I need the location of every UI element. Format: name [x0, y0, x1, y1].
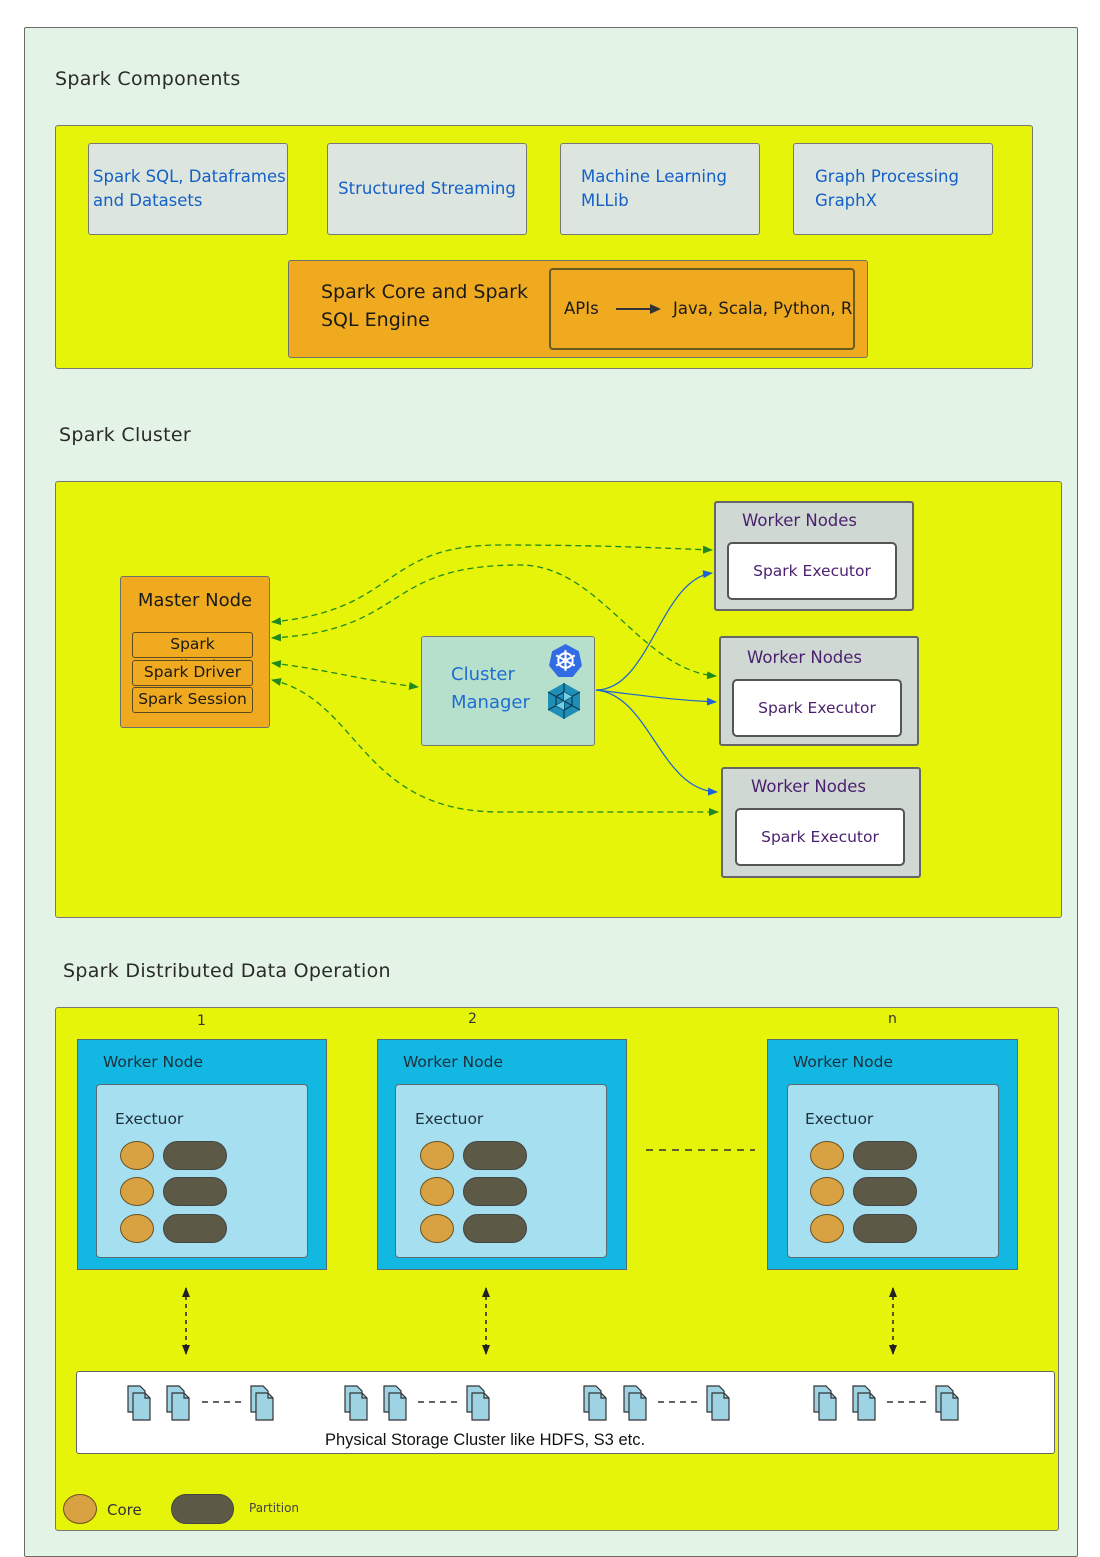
component-graphx-label: Graph Processing GraphX	[815, 167, 959, 210]
partition	[163, 1177, 227, 1206]
core	[810, 1141, 844, 1170]
partition	[463, 1141, 527, 1170]
partition	[163, 1214, 227, 1243]
section-title-cluster: Spark Cluster	[59, 424, 191, 446]
section-title-components: Spark Components	[55, 68, 241, 90]
partition	[853, 1141, 917, 1170]
core	[420, 1141, 454, 1170]
partition	[163, 1141, 227, 1170]
partition	[463, 1214, 527, 1243]
apis-label: APIs	[564, 299, 599, 318]
file-icon	[250, 1385, 274, 1421]
data-worker-node-n-title: Worker Node	[793, 1053, 893, 1071]
spark-executor-1: Spark Executor	[727, 542, 897, 600]
worker-node-3-title: Worker Nodes	[751, 777, 867, 796]
languages-label: Java, Scala, Python, R	[673, 299, 853, 318]
core	[420, 1177, 454, 1206]
cluster-connections	[271, 544, 719, 816]
component-sql: Spark SQL, Dataframes and Datasets	[88, 143, 288, 235]
master-node-title: Master Node	[137, 590, 253, 611]
file-icon	[623, 1385, 647, 1421]
file-icon	[706, 1385, 730, 1421]
spark-core-engine-label: Spark Core and Spark SQL Engine	[321, 281, 528, 331]
worker-node-2-title: Worker Nodes	[747, 648, 863, 667]
cluster-scheduler-icon	[547, 683, 581, 719]
core	[120, 1214, 154, 1243]
data-executor-n-title: Exectuor	[805, 1110, 874, 1128]
api-box	[549, 268, 855, 350]
file-icon	[935, 1385, 959, 1421]
file-icon	[852, 1385, 876, 1421]
file-group-3	[583, 1385, 730, 1421]
legend-core-swatch	[63, 1494, 97, 1524]
storage-files	[127, 1385, 959, 1421]
spark-application-box: Spark Application	[132, 632, 253, 675]
worker-node-1-title: Worker Nodes	[742, 511, 858, 530]
file-group-2	[344, 1385, 490, 1421]
spark-core-engine	[288, 260, 868, 358]
data-worker-node-1-title: Worker Node	[103, 1053, 203, 1071]
file-group-4	[813, 1385, 959, 1421]
partition	[853, 1214, 917, 1243]
spark-session-box: Spark Session	[132, 687, 253, 713]
core	[810, 1214, 844, 1243]
legend-core-label: Core	[107, 1501, 142, 1519]
data-worker-node-2-title: Worker Node	[403, 1053, 503, 1071]
cluster-manager-label: Cluster Manager	[451, 664, 530, 713]
physical-storage-cluster	[76, 1371, 1055, 1454]
component-graphx: Graph Processing GraphX	[793, 143, 993, 235]
component-sql-label: Spark SQL, Dataframes and Datasets	[93, 167, 286, 210]
data-executor-1-title: Exectuor	[115, 1110, 184, 1128]
spark-driver-box: Spark Driver	[132, 660, 253, 686]
file-icon	[344, 1385, 368, 1421]
component-mllib-label: Machine Learning MLLib	[581, 167, 727, 210]
spark-executor-2: Spark Executor	[732, 679, 902, 737]
file-icon	[383, 1385, 407, 1421]
spark-executor-3: Spark Executor	[735, 808, 905, 866]
file-icon	[813, 1385, 837, 1421]
legend-partition-swatch	[171, 1494, 234, 1524]
file-icon	[166, 1385, 190, 1421]
legend-partition-label: Partition	[249, 1501, 300, 1515]
nodes-ellipsis-dashes	[646, 1149, 755, 1151]
node-number-1: 1	[197, 1013, 206, 1029]
file-icon	[127, 1385, 151, 1421]
core	[810, 1177, 844, 1206]
core	[120, 1177, 154, 1206]
component-streaming: Structured Streaming	[327, 143, 527, 235]
section-title-distributed: Spark Distributed Data Operation	[63, 960, 391, 982]
storage-label: Physical Storage Cluster like HDFS, S3 e…	[325, 1431, 646, 1449]
api-arrow-icon	[616, 304, 661, 314]
component-streaming-label: Structured Streaming	[338, 179, 516, 198]
component-mllib: Machine Learning MLLib	[560, 143, 760, 235]
node-number-2: 2	[468, 1011, 477, 1027]
storage-connections	[182, 1287, 897, 1355]
file-group-1	[127, 1385, 274, 1421]
core	[420, 1214, 454, 1243]
file-icon	[583, 1385, 607, 1421]
kubernetes-icon	[549, 644, 582, 677]
node-number-n: n	[888, 1011, 897, 1027]
partition	[853, 1177, 917, 1206]
core	[120, 1141, 154, 1170]
file-icon	[466, 1385, 490, 1421]
data-executor-2-title: Exectuor	[415, 1110, 484, 1128]
partition	[463, 1177, 527, 1206]
